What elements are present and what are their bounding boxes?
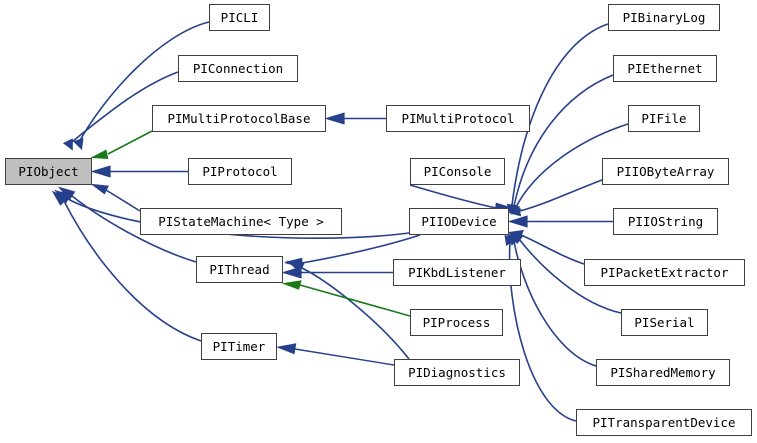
node-pifile[interactable]: PIFile (628, 105, 700, 132)
edge-pidiagnostics-to-pitimer (275, 343, 395, 366)
edge-piprocess-to-pithread (281, 280, 411, 317)
node-label-pistatemachine: PIStateMachine< Type > (158, 214, 324, 229)
node-label-pitransparentdevice: PITransparentDevice (592, 415, 736, 430)
node-piobject[interactable]: PIObject (5, 158, 92, 185)
edge-piiostring-to-piiodevice (507, 215, 613, 228)
node-pikbdlistener[interactable]: PIKbdListener (393, 259, 521, 286)
node-piconsole[interactable]: PIConsole (410, 158, 505, 185)
node-pibinarylog[interactable]: PIBinaryLog (608, 4, 720, 31)
node-label-pitimer: PITimer (212, 339, 266, 354)
node-pipacketextractor[interactable]: PIPacketExtractor (584, 259, 745, 286)
node-label-pibinarylog: PIBinaryLog (622, 10, 706, 25)
node-piethernet[interactable]: PIEthernet (613, 55, 717, 82)
node-pistatemachine[interactable]: PIStateMachine< Type > (140, 208, 342, 235)
edge-picli-to-piobject (73, 21, 210, 151)
node-piiobytearray[interactable]: PIIOByteArray (602, 158, 729, 185)
edge-pitimer-to-piobject (51, 190, 202, 342)
node-label-pisharedmemory: PISharedMemory (610, 365, 716, 380)
node-piserial[interactable]: PISerial (621, 309, 708, 336)
node-piconnection[interactable]: PIConnection (178, 55, 298, 82)
node-label-pimultiprotocol: PIMultiProtocol (401, 111, 515, 126)
node-label-piobject: PIObject (18, 164, 79, 179)
node-pitimer[interactable]: PITimer (201, 333, 277, 360)
node-piiodevice[interactable]: PIIODevice (409, 208, 509, 235)
node-pidiagnostics[interactable]: PIDiagnostics (394, 359, 520, 386)
edge-piiobytearray-to-piiodevice (508, 179, 603, 217)
node-label-piconnection: PIConnection (192, 61, 284, 76)
node-label-piserial: PISerial (634, 315, 695, 330)
node-label-pimultiprotocolbase: PIMultiProtocolBase (167, 111, 311, 126)
node-piiostring[interactable]: PIIOString (613, 208, 718, 235)
node-label-picli: PICLI (220, 10, 259, 25)
edge-piconnection-to-piobject (62, 71, 179, 151)
node-pimultiprotocolbase[interactable]: PIMultiProtocolBase (152, 105, 326, 132)
edge-piprotocol-to-piobject (90, 165, 188, 178)
node-pithread[interactable]: PIThread (196, 256, 283, 283)
edge-pistatemachine-to-piobject (90, 183, 141, 212)
node-label-pikbdlistener: PIKbdListener (408, 265, 506, 280)
node-pisharedmemory[interactable]: PISharedMemory (596, 359, 730, 386)
node-picli[interactable]: PICLI (209, 4, 270, 31)
node-label-piiobytearray: PIIOByteArray (616, 164, 715, 179)
edge-piiodevice-to-pithread (284, 234, 421, 268)
node-pimultiprotocol[interactable]: PIMultiProtocol (386, 105, 530, 132)
node-label-piethernet: PIEthernet (627, 61, 703, 76)
node-piprocess[interactable]: PIProcess (410, 309, 503, 336)
node-label-piiostring: PIIOString (627, 214, 704, 229)
node-label-pidiagnostics: PIDiagnostics (408, 365, 506, 380)
node-label-piprotocol: PIProtocol (202, 164, 278, 179)
node-label-piconsole: PIConsole (423, 164, 492, 179)
node-pitransparentdevice[interactable]: PITransparentDevice (576, 409, 752, 436)
edge-pikbdlistener-to-pithread (281, 266, 393, 279)
node-label-pipacketextractor: PIPacketExtractor (600, 265, 729, 280)
edge-pisharedmemory-to-piiodevice (506, 235, 597, 367)
node-label-pithread: PIThread (209, 262, 270, 277)
node-label-piiodevice: PIIODevice (421, 214, 497, 229)
edge-pimultiprotocol-to-pimultiprotocolbase (324, 112, 386, 125)
edge-pimultiprotocolbase-to-piobject (90, 130, 153, 160)
node-label-pifile: PIFile (641, 111, 687, 126)
node-piprotocol[interactable]: PIProtocol (188, 158, 292, 185)
node-label-piprocess: PIProcess (422, 315, 491, 330)
